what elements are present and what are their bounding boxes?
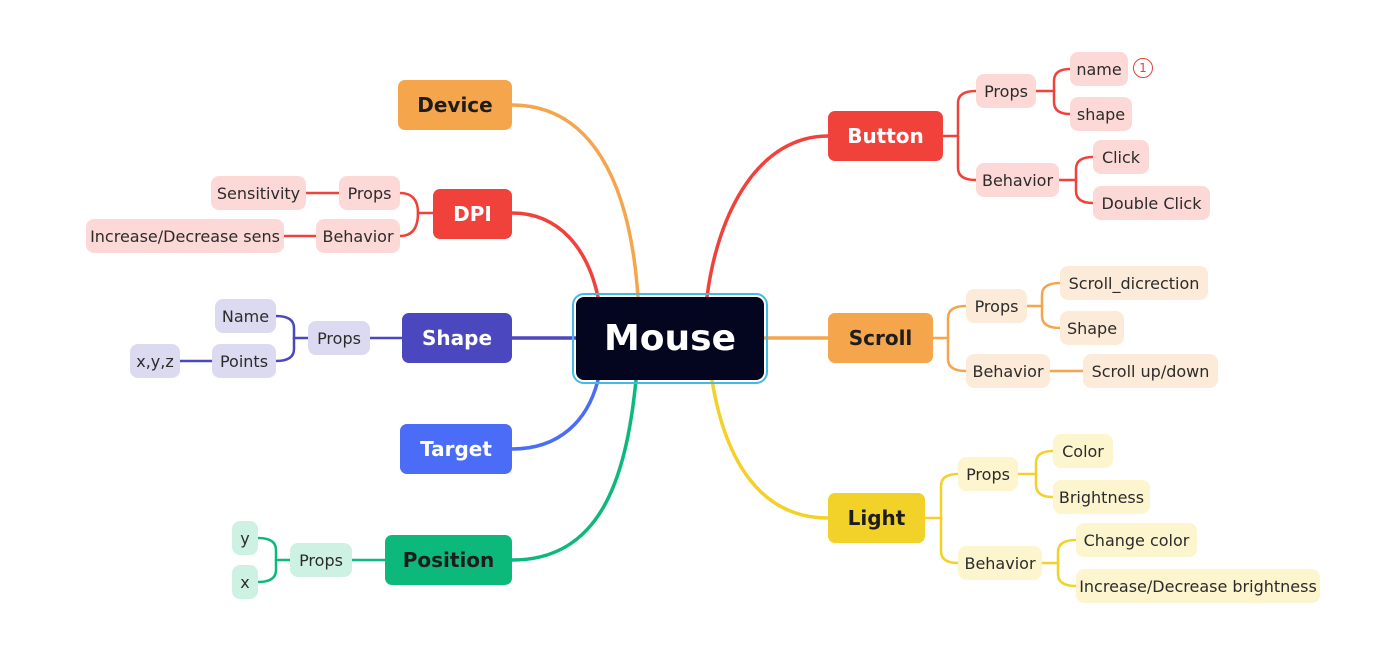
scroll-behavior-up-down[interactable]: Scroll up/down [1083,354,1218,388]
node-light[interactable]: Light [828,493,925,543]
link-props-shape2 [1040,304,1062,330]
link-position-y [256,536,292,562]
link-props-color [1016,449,1055,476]
light-behavior-increase-decrease-brightness[interactable]: Increase/Decrease brightness [1076,569,1320,603]
dpi-props[interactable]: Props [339,176,400,210]
node-device[interactable]: Device [398,80,512,130]
link-props-brightness [1034,472,1055,499]
node-shape[interactable]: Shape [402,313,512,363]
link-root-position [510,378,638,562]
dpi-behavior[interactable]: Behavior [316,219,400,253]
shape-points-xyz[interactable]: x,y,z [130,344,180,378]
link-button-props [941,89,978,138]
link-root-button [705,134,830,299]
node-scroll[interactable]: Scroll [828,313,933,363]
scroll-props[interactable]: Props [966,289,1027,323]
link-behavior-click [1057,155,1095,182]
dpi-sensitivity[interactable]: Sensitivity [211,176,306,210]
link-button-behavior [956,134,978,182]
link-props-direction [1025,281,1062,308]
scroll-props-direction[interactable]: Scroll_dicrection [1060,266,1208,300]
position-y[interactable]: y [232,521,258,555]
node-button[interactable]: Button [828,111,943,161]
scroll-behavior[interactable]: Behavior [966,354,1050,388]
link-scroll-props [931,304,968,340]
button-props-name[interactable]: name [1070,52,1128,86]
link-root-light [710,378,830,520]
link-light-behavior [939,516,960,565]
button-props-shape[interactable]: shape [1070,97,1132,131]
link-behavior-change [1040,538,1078,565]
link-scroll-behavior [946,336,968,373]
shape-points[interactable]: Points [212,344,276,378]
link-behavior-increase [1056,561,1078,588]
link-root-device [510,103,640,299]
link-position-x [256,558,278,584]
link-shape-name [274,314,310,340]
position-x[interactable]: x [232,565,258,599]
link-dpi-props [398,191,435,215]
node-dpi[interactable]: DPI [433,189,512,239]
button-behavior-double-click[interactable]: Double Click [1093,186,1210,220]
link-root-dpi [510,211,600,299]
light-behavior[interactable]: Behavior [958,546,1042,580]
shape-props[interactable]: Props [308,321,370,355]
link-root-target [510,378,600,451]
root-node-mouse[interactable]: Mouse [572,293,768,384]
position-props[interactable]: Props [290,543,352,577]
node-target[interactable]: Target [400,424,512,474]
light-props-color[interactable]: Color [1053,434,1113,468]
light-behavior-change-color[interactable]: Change color [1076,523,1197,557]
link-dpi-behavior [398,211,420,238]
link-props-shape [1052,89,1072,116]
scroll-props-shape[interactable]: Shape [1060,311,1124,345]
button-props[interactable]: Props [976,74,1036,108]
link-light-props [923,472,960,520]
light-props-brightness[interactable]: Brightness [1053,480,1150,514]
dpi-increase-decrease-sens[interactable]: Increase/Decrease sens [86,219,284,253]
button-behavior[interactable]: Behavior [976,163,1059,197]
button-behavior-click[interactable]: Click [1093,140,1149,174]
link-behavior-dblclick [1074,178,1095,205]
light-props[interactable]: Props [958,457,1018,491]
shape-name[interactable]: Name [215,299,276,333]
link-shape-points [274,336,296,363]
marker-badge[interactable]: 1 [1133,58,1153,78]
link-props-name [1034,67,1072,93]
node-position[interactable]: Position [385,535,512,585]
